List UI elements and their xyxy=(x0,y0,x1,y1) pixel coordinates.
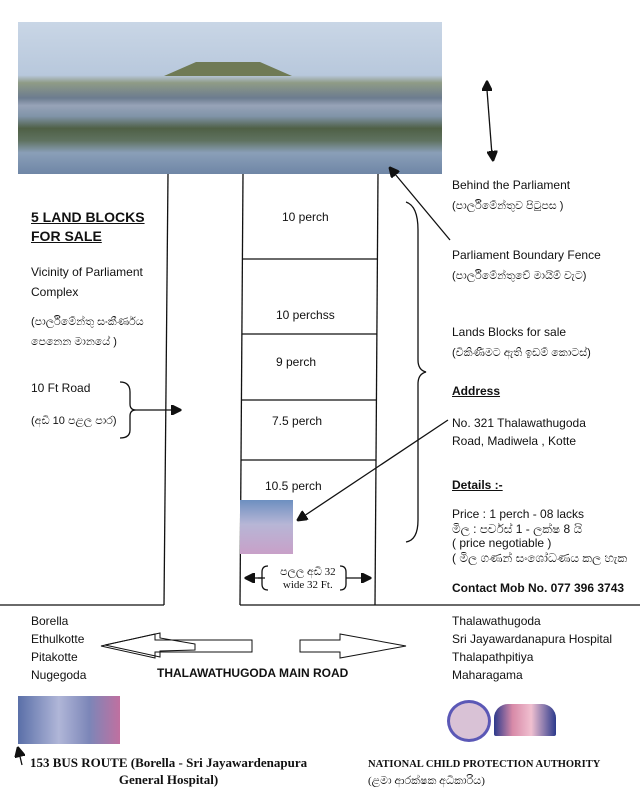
child-protection-logo xyxy=(494,704,556,736)
block-5-size: 10.5 perch xyxy=(265,479,322,493)
fence-arrow xyxy=(390,168,451,241)
road-label-si: (අඩි 10 පළල පාර) xyxy=(31,415,117,427)
block-2-size: 10 perchss xyxy=(276,308,335,322)
behind-parliament: Behind the Parliament(පාර්ලිමේන්තුව පිටු… xyxy=(452,178,571,212)
block-1-size: 10 perch xyxy=(282,210,329,224)
block-right-line xyxy=(374,173,379,606)
parliament-roof xyxy=(164,62,292,76)
address-arrow xyxy=(298,419,449,520)
government-emblem-logo xyxy=(447,700,491,742)
left-direction-arrow xyxy=(104,632,196,658)
details-heading: Details :- xyxy=(452,478,503,492)
road-brace xyxy=(119,381,137,439)
block-3-size: 9 perch xyxy=(276,355,317,369)
road-label: 10 Ft Road xyxy=(31,381,91,395)
lands-label: Lands Blocks for sale(විකිණීමට ඇති ඉඩම් … xyxy=(452,325,591,359)
house-photo xyxy=(240,500,293,554)
bus-photo xyxy=(18,696,120,744)
fence-label: Parliament Boundary Fence(පාර්ලිමේන්තුවේ… xyxy=(452,248,601,282)
bus-route-label: 153 BUS ROUTE (Borella - Sri Jayawardena… xyxy=(30,755,308,787)
main-road-label: THALAWATHUGODA MAIN ROAD xyxy=(157,666,349,680)
authority-label: NATIONAL CHILD PROTECTION AUTHORITY(ළමා … xyxy=(368,759,601,787)
address-heading: Address xyxy=(452,384,501,398)
road-edge-line xyxy=(163,173,169,606)
parliament-photo xyxy=(18,22,442,174)
lands-brace xyxy=(405,201,427,543)
contact-number: Contact Mob No. 077 396 3743 xyxy=(452,581,625,595)
block-4-size: 7.5 perch xyxy=(272,414,323,428)
